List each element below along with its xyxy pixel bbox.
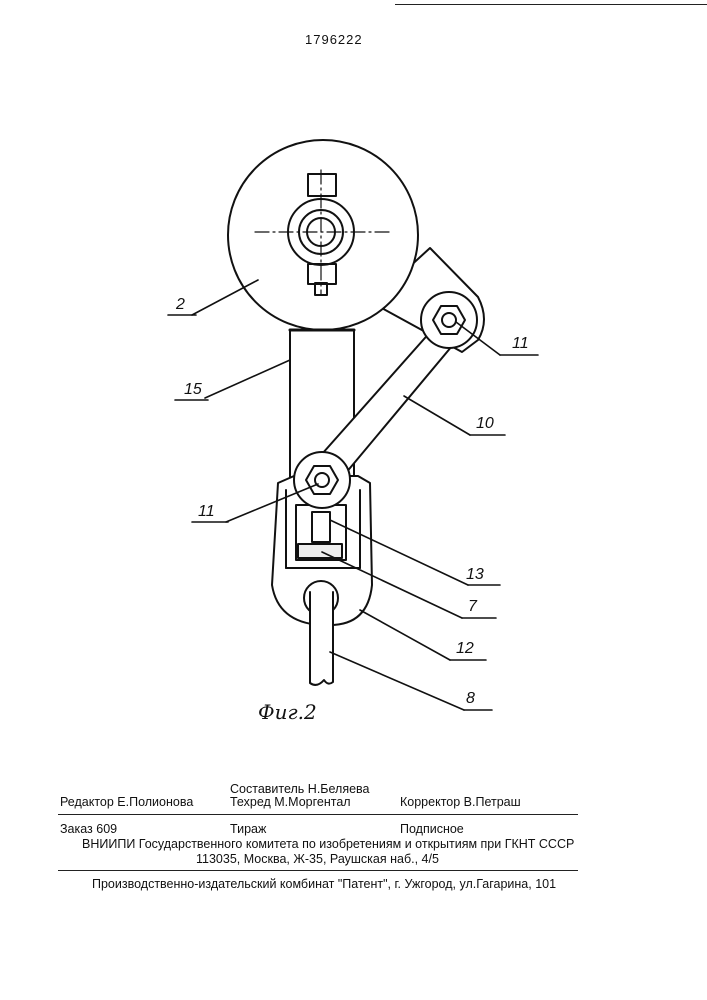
imprint-divider-top <box>58 814 578 815</box>
callout-11-top: 11 <box>512 335 529 353</box>
callout-7: 7 <box>468 598 477 616</box>
callout-10: 10 <box>476 415 494 433</box>
callout-2: 2 <box>176 296 185 314</box>
upper-pivot-nut <box>433 306 465 334</box>
plate-7 <box>298 544 342 558</box>
callout-11-bottom: 11 <box>198 503 215 521</box>
compiler-credit: Составитель Н.Беляева <box>230 782 370 796</box>
callout-15: 15 <box>184 381 202 399</box>
order-number: Заказ 609 <box>60 822 117 836</box>
editor-credit: Редактор Е.Полионова <box>60 795 193 809</box>
publisher-line: Производственно-издательский комбинат "П… <box>92 877 556 891</box>
roller-disc <box>228 140 418 330</box>
callout-12: 12 <box>456 640 474 658</box>
print-run: Тираж <box>230 822 266 836</box>
figure-caption: Фиг.2 <box>258 700 317 724</box>
callout-13: 13 <box>466 566 484 584</box>
tech-editor-credit: Техред М.Моргентал <box>230 795 351 809</box>
address-line: 113035, Москва, Ж-35, Раушская наб., 4/5 <box>196 852 439 866</box>
proofreader-credit: Корректор В.Петраш <box>400 795 521 809</box>
institution-line: ВНИИПИ Государственного комитета по изоб… <box>82 837 574 851</box>
subscription-note: Подписное <box>400 822 464 836</box>
lower-pivot-nut <box>306 466 338 494</box>
mechanism-drawing <box>0 0 707 780</box>
imprint-divider-bottom <box>58 870 578 871</box>
callout-8: 8 <box>466 690 475 708</box>
rod <box>310 592 333 685</box>
